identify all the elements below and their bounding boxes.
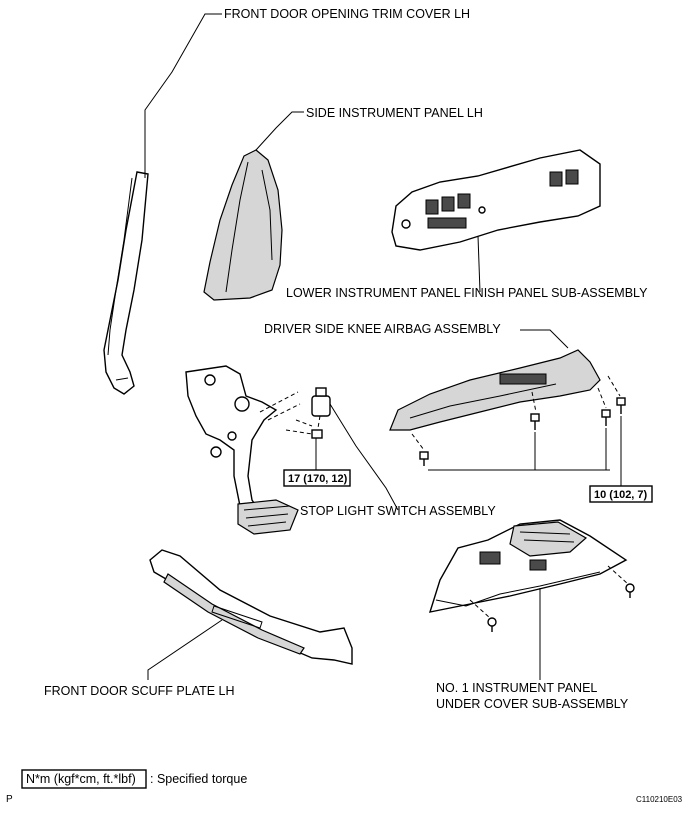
legend-unit-box — [21, 769, 147, 789]
knee-airbag-bolts — [411, 375, 626, 466]
under-cover-label-line2: UNDER COVER SUB-ASSEMBLY — [436, 697, 629, 711]
stop-switch-label: STOP LIGHT SWITCH ASSEMBLY — [300, 504, 496, 518]
legend-unit-text: N*m (kgf*cm, ft.*lbf) — [26, 772, 136, 786]
page-marker: P — [6, 794, 13, 805]
side-panel-leader — [255, 111, 304, 151]
finish-panel-leader — [477, 235, 481, 293]
trim-cover-leader — [144, 13, 222, 178]
scuff-plate-leader — [147, 619, 223, 680]
under-cover-screws — [469, 565, 635, 632]
side-instrument-panel-part — [203, 149, 283, 301]
figure-code: C110210E03 — [636, 795, 683, 804]
knee-airbag-part — [389, 349, 601, 431]
stop-switch-torque-value: 17 (170, 12) — [288, 473, 348, 485]
knee-airbag-leader — [520, 329, 569, 349]
legend-description: : Specified torque — [150, 772, 247, 786]
scuff-plate-label: FRONT DOOR SCUFF PLATE LH — [44, 684, 235, 698]
lower-finish-panel-part — [391, 149, 601, 251]
front-door-scuff-plate-part — [149, 549, 353, 665]
under-cover-label-line1: NO. 1 INSTRUMENT PANEL — [436, 681, 597, 695]
side-panel-label: SIDE INSTRUMENT PANEL LH — [306, 106, 483, 120]
brake-pedal-part — [185, 365, 301, 535]
knee-airbag-label: DRIVER SIDE KNEE AIRBAG ASSEMBLY — [264, 322, 501, 336]
front-door-opening-trim-cover-part — [103, 171, 149, 395]
finish-panel-label: LOWER INSTRUMENT PANEL FINISH PANEL SUB-… — [286, 286, 648, 300]
stop-light-switch-part — [285, 387, 331, 439]
under-cover-part — [428, 519, 628, 613]
stop-switch-torque-box — [283, 469, 351, 487]
stop-switch-leader — [329, 403, 399, 511]
knee-airbag-torque-value: 10 (102, 7) — [594, 489, 648, 501]
trim-cover-label: FRONT DOOR OPENING TRIM COVER LH — [224, 7, 470, 21]
knee-airbag-bolt-leaders — [428, 416, 622, 486]
knee-airbag-torque-box — [589, 485, 653, 503]
